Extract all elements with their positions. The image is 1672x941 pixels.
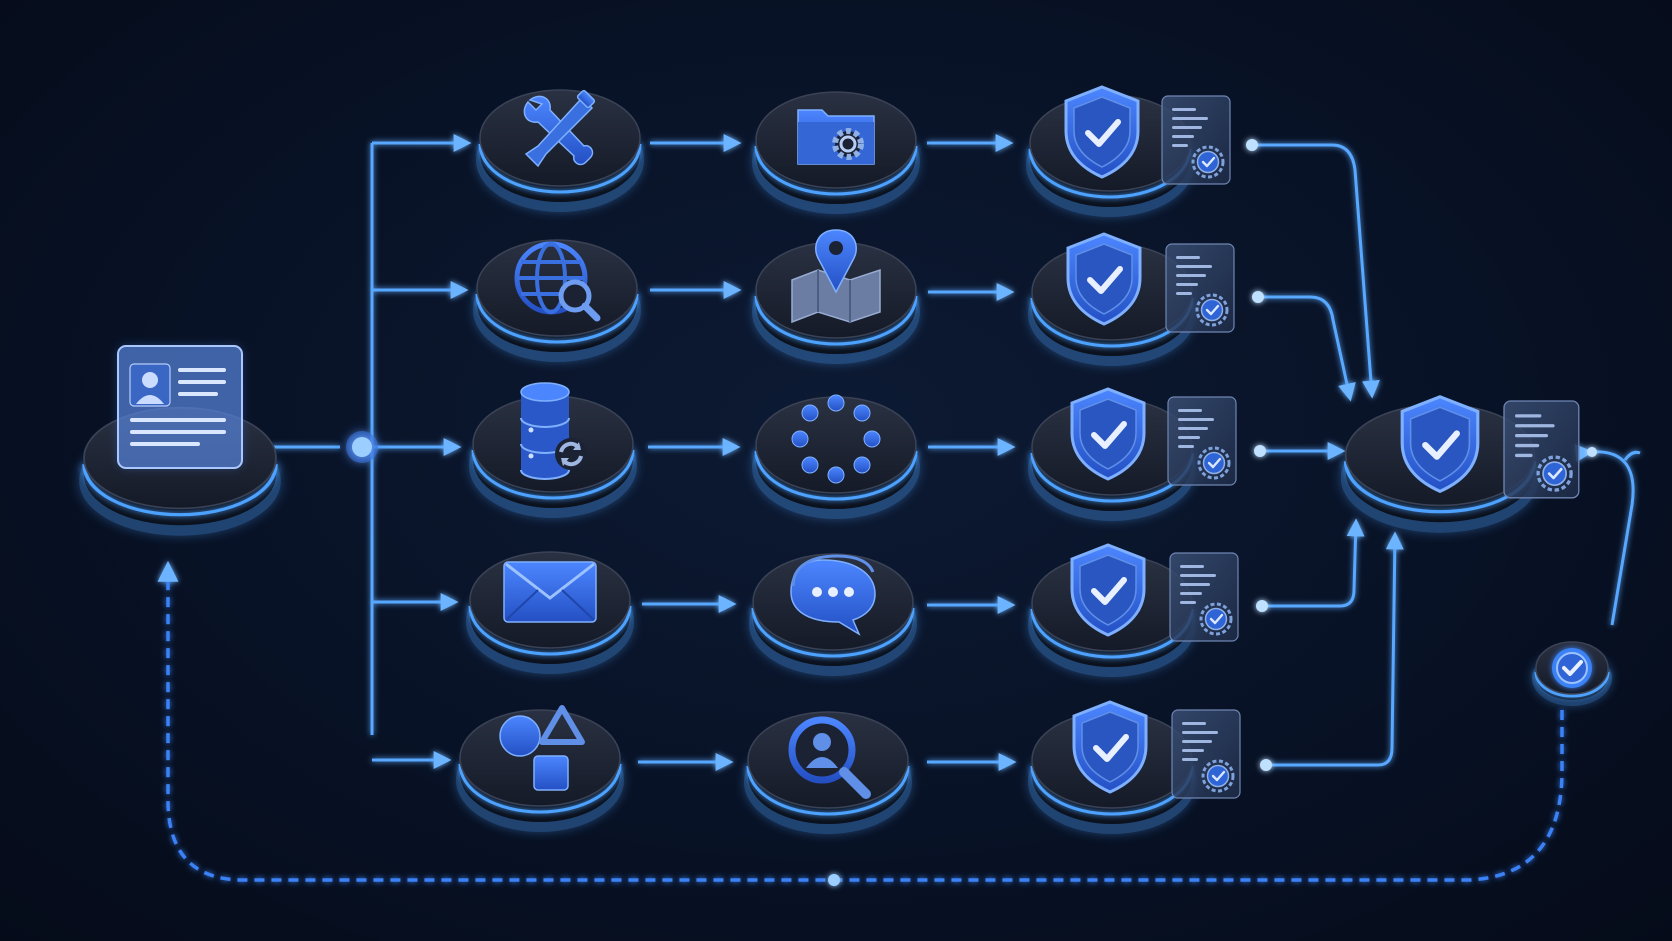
document-badge-icon xyxy=(1502,399,1581,500)
row-2 xyxy=(473,229,1236,366)
stage1-node-2[interactable] xyxy=(473,240,641,362)
stage2-node-1[interactable] xyxy=(752,92,920,214)
tools-icon xyxy=(523,89,596,168)
stage3-node-5[interactable] xyxy=(1028,702,1242,834)
row-4 xyxy=(466,545,1240,677)
connector-dots xyxy=(1246,139,1597,771)
user-search-icon xyxy=(788,716,871,799)
stage3-node-2[interactable] xyxy=(1028,234,1236,366)
stage3-node-4[interactable] xyxy=(1028,545,1240,677)
stage2-node-4[interactable] xyxy=(749,554,917,676)
stage1-node-3[interactable] xyxy=(469,382,637,518)
stage2-node-2[interactable] xyxy=(752,229,920,364)
document-badge-icon xyxy=(1164,242,1236,334)
database-sync-icon xyxy=(520,382,587,480)
loop-connector xyxy=(1574,444,1635,626)
feedback-loop xyxy=(157,560,1564,882)
globe-search-icon xyxy=(514,241,601,322)
source-node[interactable] xyxy=(79,345,281,536)
stage1-node-5[interactable] xyxy=(456,705,624,832)
stage2-node-3[interactable] xyxy=(752,394,920,519)
stage1-node-1[interactable] xyxy=(476,90,644,212)
envelope-icon xyxy=(503,561,597,623)
stage3-node-3[interactable] xyxy=(1028,389,1238,521)
folder-gear-icon xyxy=(797,109,875,165)
map-pin-icon xyxy=(791,229,881,324)
check-circle-icon xyxy=(1552,648,1592,688)
document-badge-icon xyxy=(1168,551,1240,643)
chat-bubbles-icon xyxy=(790,554,876,636)
document-badge-icon xyxy=(1170,708,1242,800)
stage1-node-4[interactable] xyxy=(466,552,634,674)
stage2-node-5[interactable] xyxy=(744,712,912,834)
row-5 xyxy=(456,702,1242,834)
stage3-node-1[interactable] xyxy=(1026,87,1232,217)
shapes-icon xyxy=(499,705,585,791)
approval-check-node[interactable] xyxy=(1532,641,1612,706)
branch-hub[interactable] xyxy=(346,431,378,463)
document-badge-icon xyxy=(1166,395,1238,487)
connector-lines xyxy=(268,134,1641,771)
loading-dots-icon xyxy=(791,394,881,484)
feedback-midpoint-dot xyxy=(828,874,840,886)
row-1 xyxy=(476,87,1232,217)
row-3 xyxy=(469,382,1238,521)
profile-card-icon xyxy=(117,345,243,469)
aggregate-node[interactable] xyxy=(1341,397,1581,533)
document-badge-icon xyxy=(1160,94,1232,186)
